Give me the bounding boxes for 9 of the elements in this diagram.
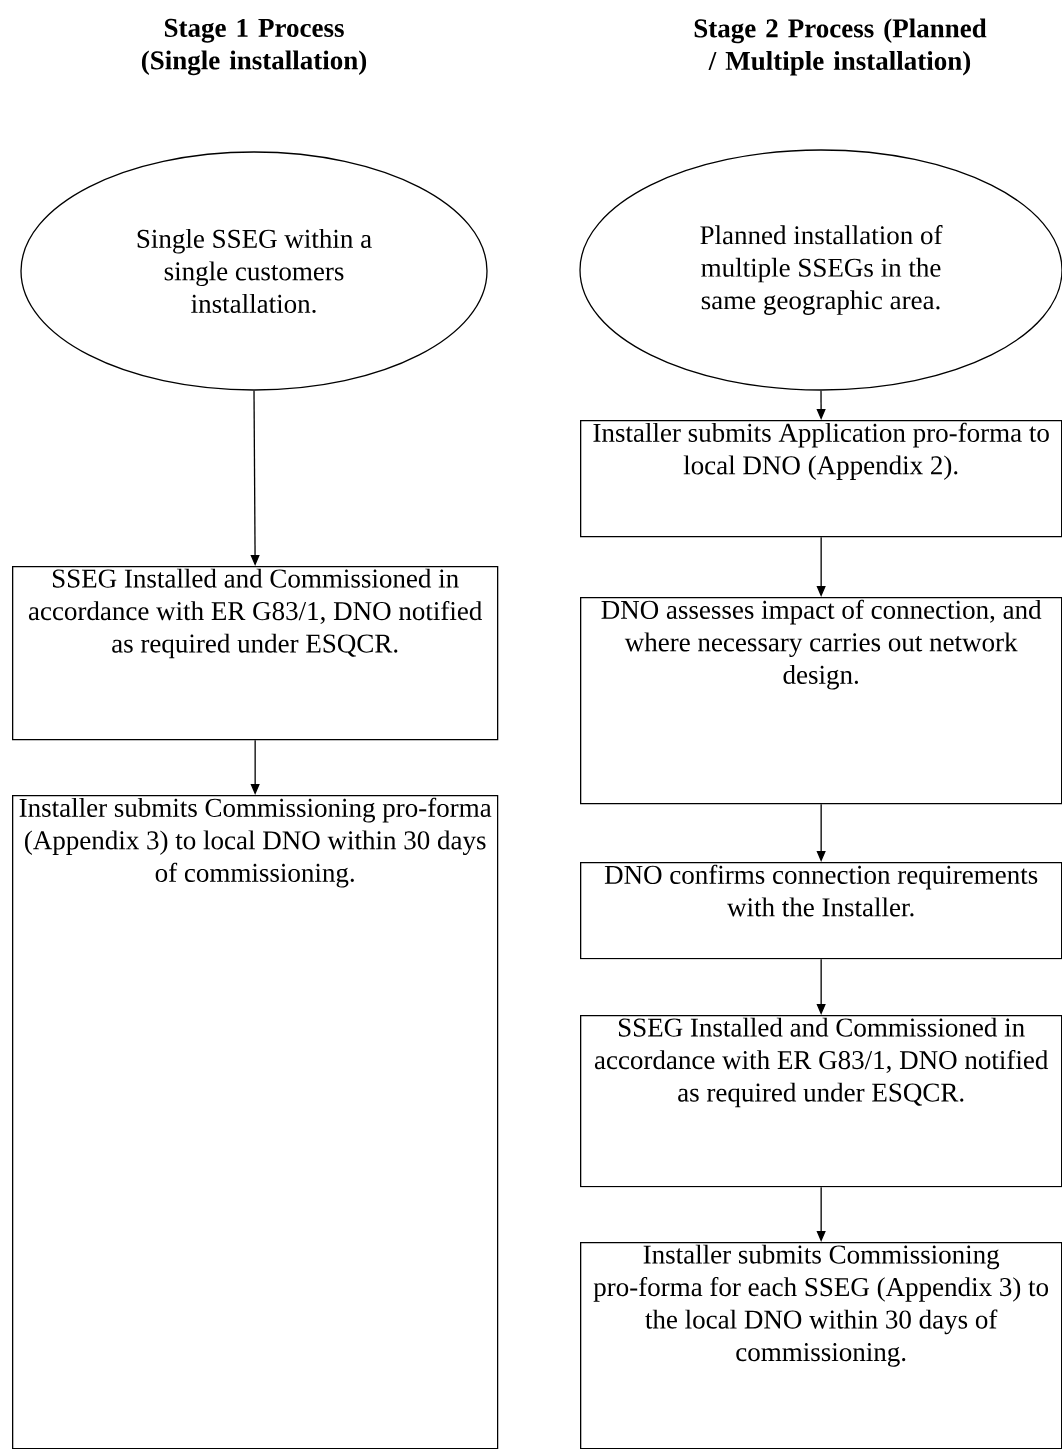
column-heading: Stage 2 Process (Planned / Multiple installation): [694, 18, 987, 76]
column-heading: Stage 1 Process (Single installation): [141, 18, 367, 76]
process-box: DNO assesses impact of connection, and where necessary carries out network design.: [580, 597, 1062, 805]
process-box: SSEG Installed and Commissioned in accordance with ER G83/1, DNO notified as required under ESQCR.: [580, 1015, 1062, 1188]
process-box: Installer submits Commissioning pro-forma for each SSEG (Appendix 3) to the local DNO within 30 days of commissioning.: [580, 1242, 1062, 1449]
process-box: Installer submits Application pro-forma to local DNO (Appendix 2).: [580, 420, 1062, 538]
process-box: Installer submits Commissioning pro-forma (Appendix 3) to local DNO within 30 days of commissioning.: [12, 795, 499, 1449]
process-box: DNO confirms connection requirements with the Installer.: [580, 862, 1062, 960]
process-box: SSEG Installed and Commissioned in accordance with ER G83/1, DNO notified as required under ESQCR.: [12, 566, 499, 741]
